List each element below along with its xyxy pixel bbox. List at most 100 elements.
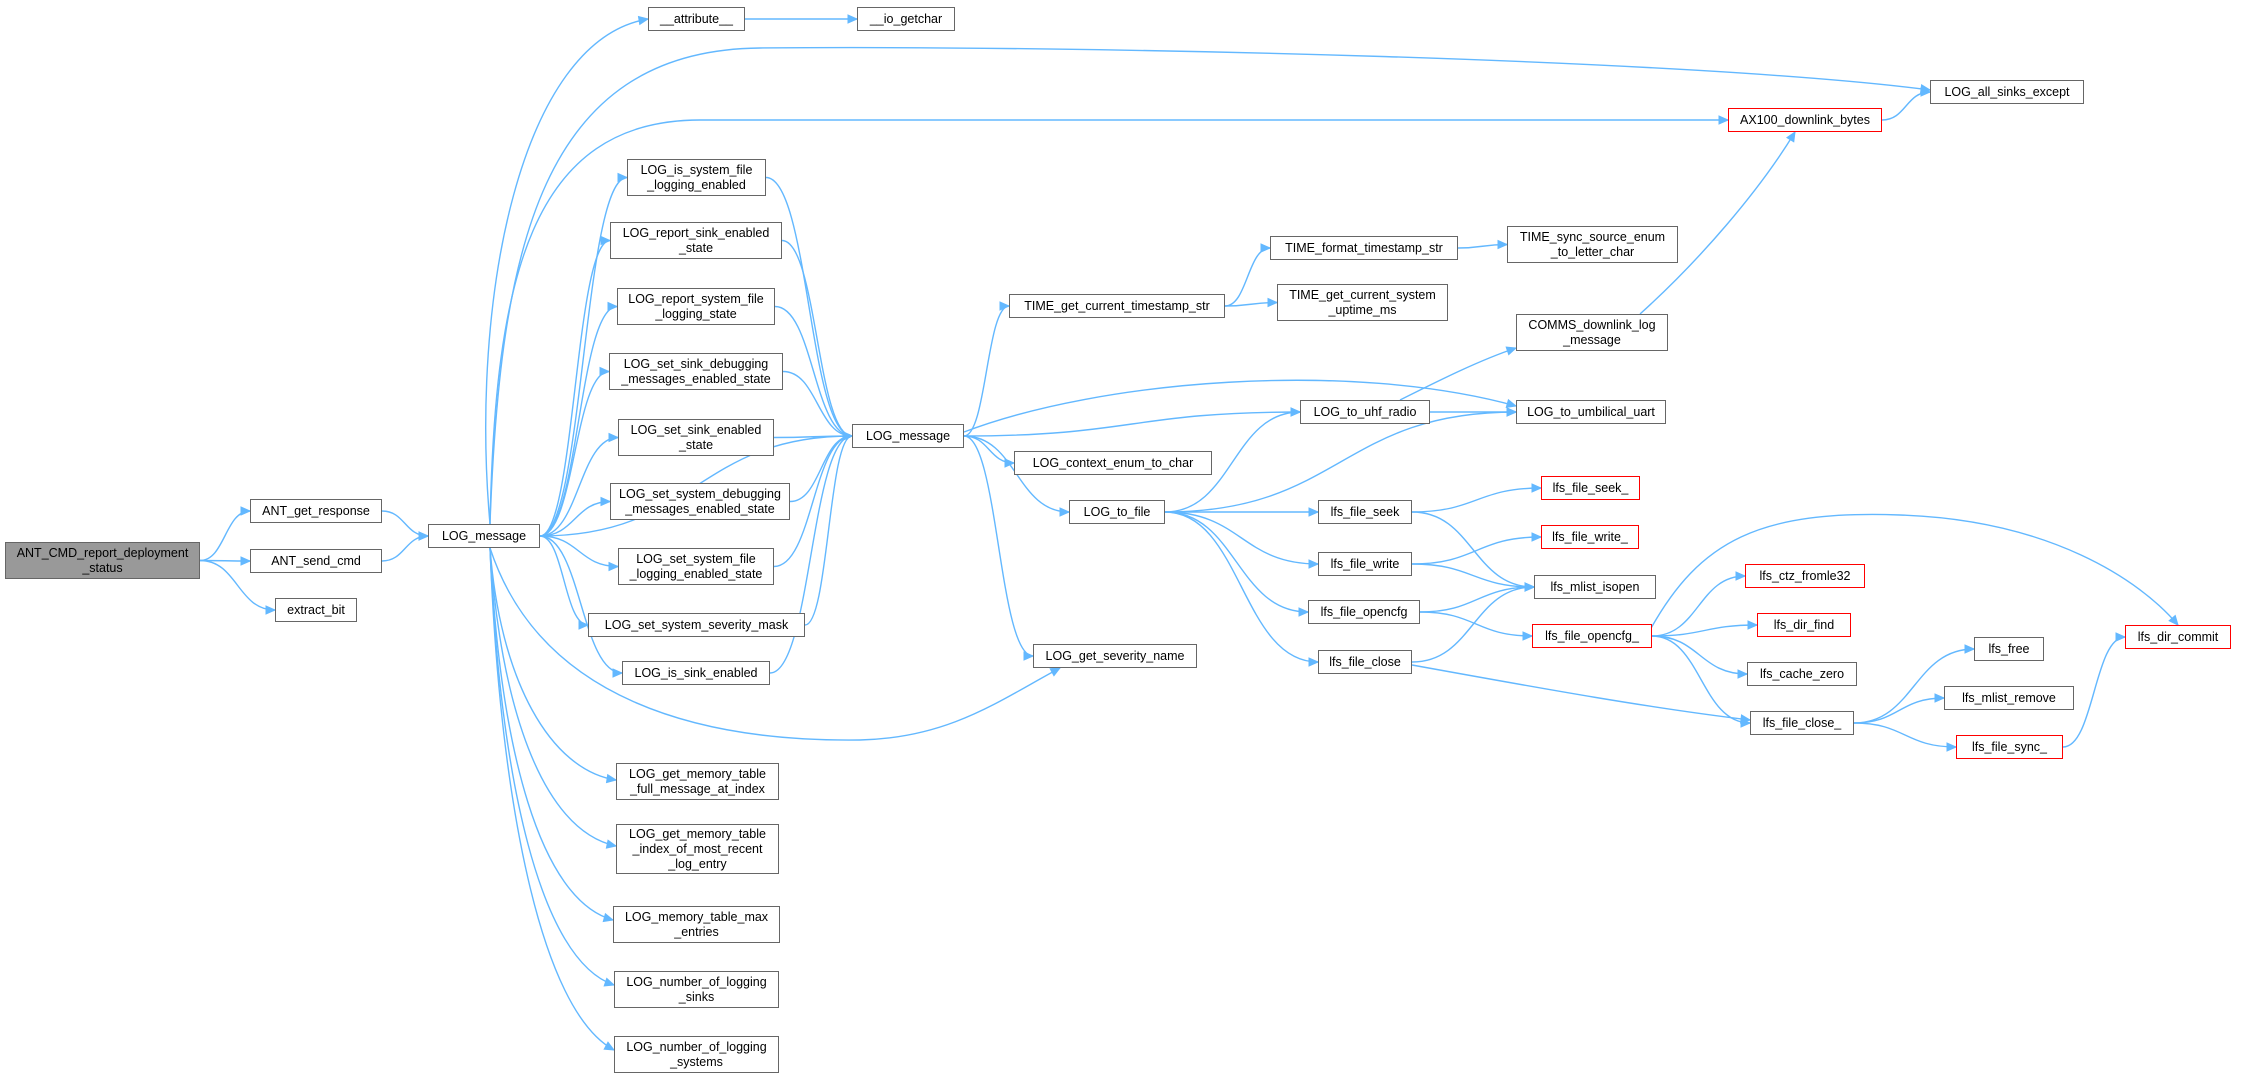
graph-node-log-get-severity-name[interactable]: LOG_get_severity_name [1033, 644, 1197, 668]
edge-log-report-sink-enabled-state-to-log-message-inner [781, 239, 853, 437]
edge-arrowhead-25 [1049, 667, 1062, 677]
edge-log-set-system-debugging-messages-enabled-state-to-log-message-inner [789, 435, 853, 503]
edge-log-to-file-to-lfs-file-opencfg [1164, 511, 1309, 613]
edge-arrowhead-59 [1524, 582, 1536, 592]
edge-log-to-file-to-log-to-uhf-radio [1164, 411, 1301, 513]
graph-node-lfs-cache-zero[interactable]: lfs_cache_zero [1747, 662, 1857, 686]
graph-node-log-set-sink-debugging-messages-enabled-state[interactable]: LOG_set_sink_debugging _messages_enabled… [609, 353, 783, 390]
graph-node-log-number-of-logging-sinks[interactable]: LOG_number_of_logging _sinks [614, 971, 779, 1008]
graph-node-log-get-memory-table-full-message-at-index[interactable]: LOG_get_memory_table _full_message_at_in… [616, 763, 779, 800]
graph-node-lfs-ctz-fromle32[interactable]: lfs_ctz_fromle32 [1745, 564, 1865, 588]
edge-log-to-file-to-lfs-file-write [1164, 511, 1319, 565]
graph-node-lfs-file-opencfg-[interactable]: lfs_file_opencfg_ [1532, 624, 1652, 648]
edge-arrowhead-21 [602, 912, 615, 923]
edge-lfs-file-write-to-lfs-file-write- [1411, 536, 1542, 565]
edge-log-is-system-file-logging-enabled-to-log-message-inner [765, 176, 853, 437]
edge-log-message-main-to-ax100-downlink-bytes [489, 119, 1728, 525]
edge-arrowhead-2 [265, 605, 277, 615]
edge-arrowhead-42 [1059, 507, 1071, 517]
edge-log-message-main-to-log-is-sink-enabled [539, 535, 623, 674]
graph-node-log-is-sink-enabled[interactable]: LOG_is_sink_enabled [622, 661, 770, 685]
graph-node-time-get-current-timestamp-str[interactable]: TIME_get_current_timestamp_str [1009, 294, 1225, 318]
edge-log-to-uhf-radio-to-comms-downlink-log-message [1399, 347, 1517, 401]
edge-lfs-file-close-to-lfs-file-close- [1411, 664, 1751, 721]
graph-node-log-number-of-logging-systems[interactable]: LOG_number_of_logging _systems [614, 1036, 779, 1073]
edge-lfs-file-sync--to-lfs-dir-commit [2062, 636, 2126, 748]
edge-log-message-inner-to-time-get-current-timestamp-str [963, 305, 1010, 437]
edge-log-message-main-to-log-report-sink-enabled-state [539, 239, 611, 537]
edge-arrowhead-36 [1260, 243, 1272, 253]
graph-node-lfs-dir-commit[interactable]: lfs_dir_commit [2125, 625, 2231, 649]
edge-arrowhead-50 [1308, 559, 1320, 569]
graph-node-log-all-sinks-except[interactable]: LOG_all_sinks_except [1930, 80, 2084, 104]
edge-log-message-inner-to-log-get-severity-name [963, 435, 1034, 657]
edge-root-to-extract-bit [199, 559, 276, 611]
graph-node-log-message-inner[interactable]: LOG_message [852, 424, 964, 448]
graph-node-log-set-system-debugging-messages-enabled-state[interactable]: LOG_set_system_debugging _messages_enabl… [610, 483, 790, 520]
graph-node-time-sync-source-enum-to-letter-char[interactable]: TIME_sync_source_enum _to_letter_char [1507, 226, 1678, 263]
graph-node-lfs-file-close-[interactable]: lfs_file_close_ [1750, 711, 1854, 735]
graph-node-ant-get-response[interactable]: ANT_get_response [250, 499, 382, 523]
edge-arrowhead-35 [999, 301, 1011, 311]
graph-node-lfs-mlist-isopen[interactable]: lfs_mlist_isopen [1534, 575, 1656, 599]
graph-node-lfs-file-seek-[interactable]: lfs_file_seek_ [1541, 476, 1640, 500]
graph-node-extract-bit[interactable]: extract_bit [275, 598, 357, 622]
edge-log-set-sink-debugging-messages-enabled-state-to-log-message-inner [782, 370, 853, 437]
graph-node-lfs-free[interactable]: lfs_free [1974, 637, 2044, 661]
graph-node-log-message-main[interactable]: LOG_message [428, 524, 540, 548]
edge-arrowhead-52 [1308, 657, 1320, 667]
graph-node-log-set-system-file-logging-enabled-state[interactable]: LOG_set_system_file _logging_enabled_sta… [618, 548, 774, 585]
edge-ant-get-response-to-log-message-main [381, 510, 429, 537]
graph-node-lfs-file-seek[interactable]: lfs_file_seek [1318, 500, 1412, 524]
edge-lfs-file-opencfg-to-lfs-mlist-isopen [1419, 586, 1535, 613]
edge-arrowhead-12 [607, 301, 619, 312]
graph-node-log-report-system-file-logging-state[interactable]: LOG_report_system_file _logging_state [617, 288, 775, 325]
graph-node-lfs-dir-find[interactable]: lfs_dir_find [1757, 613, 1851, 637]
edge-arrowhead-5 [637, 15, 650, 26]
graph-node-ax100-downlink-bytes[interactable]: AX100_downlink_bytes [1728, 108, 1882, 132]
edge-lfs-file-opencfg-to-lfs-file-opencfg- [1419, 611, 1533, 637]
graph-node-time-get-current-system-uptime-ms[interactable]: TIME_get_current_system _uptime_ms [1277, 284, 1448, 321]
graph-node-log-set-system-severity-mask[interactable]: LOG_set_system_severity_mask [588, 613, 805, 637]
edge-arrowhead-9 [1920, 87, 1932, 97]
edge-log-message-main-to-log-memory-table-max-entries [489, 547, 614, 921]
edge-root-to-ant-get-response [199, 510, 251, 562]
edge-arrowhead-69 [2115, 632, 2127, 642]
graph-node-log-to-umbilical-uart[interactable]: LOG_to_umbilical_uart [1516, 400, 1666, 424]
graph-node-log-context-enum-to-char[interactable]: LOG_context_enum_to_char [1014, 451, 1212, 475]
edge-log-to-file-to-log-to-umbilical-uart [1164, 411, 1517, 513]
graph-node-lfs-mlist-remove[interactable]: lfs_mlist_remove [1944, 686, 2074, 710]
edge-arrowhead-18 [612, 668, 624, 678]
graph-node-log-report-sink-enabled-state[interactable]: LOG_report_sink_enabled _state [610, 222, 782, 259]
edge-arrowhead-4 [418, 531, 430, 541]
graph-node-ant-send-cmd[interactable]: ANT_send_cmd [250, 549, 382, 573]
graph-node-lfs-file-sync-[interactable]: lfs_file_sync_ [1956, 735, 2063, 759]
edge-log-report-system-file-logging-state-to-log-message-inner [774, 305, 853, 437]
graph-node-time-format-timestamp-str[interactable]: TIME_format_timestamp_str [1270, 236, 1458, 260]
edge-lfs-file-close-to-lfs-mlist-isopen [1411, 586, 1535, 663]
edge-arrowhead-44 [1505, 346, 1518, 356]
graph-node-log-to-uhf-radio[interactable]: LOG_to_uhf_radio [1300, 400, 1430, 424]
edge-lfs-file-opencfg--to-lfs-dir-find [1651, 624, 1758, 637]
edge-arrowhead-48 [1506, 407, 1518, 417]
graph-node-lfs-file-write[interactable]: lfs_file_write [1318, 552, 1412, 576]
graph-node-log-memory-table-max-entries[interactable]: LOG_memory_table_max _entries [613, 906, 780, 943]
edge-arrowhead-13 [599, 366, 611, 377]
edge-arrowhead-66 [1964, 644, 1976, 654]
edge-arrowhead-58 [1522, 631, 1534, 641]
edge-arrowhead-67 [1934, 693, 1946, 703]
graph-node-log-is-system-file-logging-enabled[interactable]: LOG_is_system_file _logging_enabled [627, 159, 766, 196]
graph-node-io-getchar[interactable]: __io_getchar [857, 7, 955, 31]
edge-arrowhead-47 [1290, 407, 1302, 417]
graph-node-log-to-file[interactable]: LOG_to_file [1069, 500, 1165, 524]
graph-node-log-set-sink-enabled-state[interactable]: LOG_set_sink_enabled _state [618, 419, 774, 456]
graph-node-attribute[interactable]: __attribute__ [648, 7, 745, 31]
graph-node-lfs-file-close[interactable]: lfs_file_close [1318, 650, 1412, 674]
graph-node-lfs-file-write-[interactable]: lfs_file_write_ [1541, 525, 1639, 549]
graph-node-comms-downlink-log-message[interactable]: COMMS_downlink_log _message [1516, 314, 1668, 351]
edge-arrowhead-10 [617, 172, 629, 183]
graph-node-log-get-memory-table-index-of-most-recent-log-entry[interactable]: LOG_get_memory_table _index_of_most_rece… [616, 824, 779, 874]
edge-arrowhead-53 [1531, 483, 1543, 493]
graph-node-lfs-file-opencfg[interactable]: lfs_file_opencfg [1308, 600, 1420, 624]
